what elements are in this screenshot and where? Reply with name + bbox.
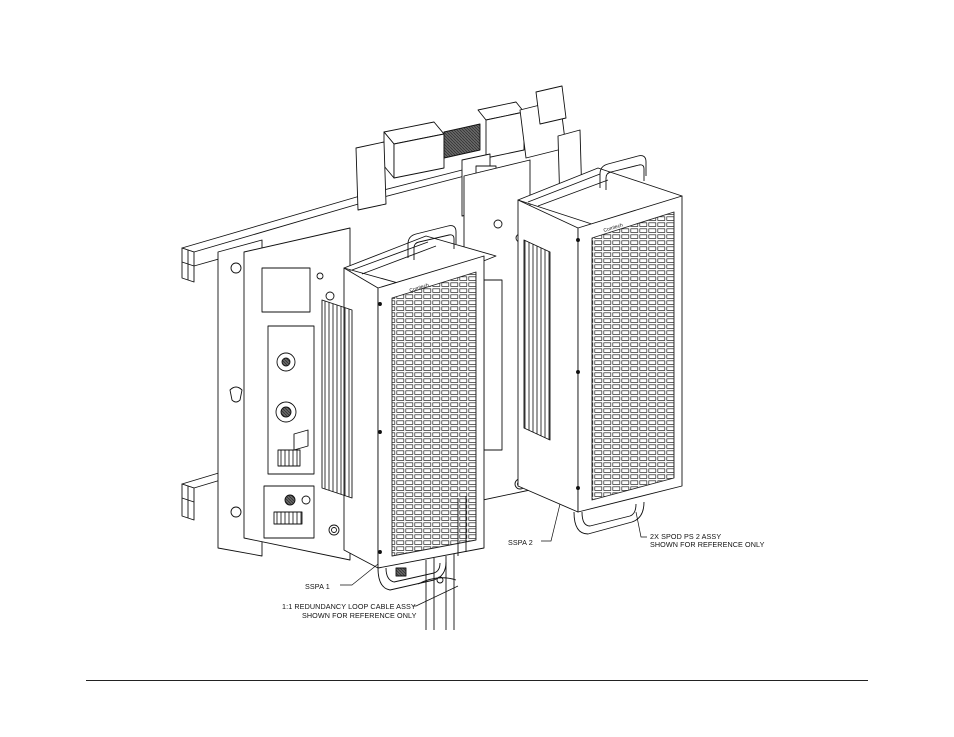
svg-text:Comtech: Comtech — [409, 282, 430, 294]
waveguide-switch-assembly — [355, 85, 583, 217]
callout-spod-line-1: 2X SPOD PS 2 ASSY — [650, 532, 721, 541]
callout-spod-line-2: SHOWN FOR REFERENCE ONLY — [650, 540, 765, 549]
redundancy-loop-cable — [417, 496, 467, 630]
callout-cable-line-2: SHOWN FOR REFERENCE ONLY — [302, 611, 417, 620]
callout-cable-line-1: 1:1 REDUNDANCY LOOP CABLE ASSY — [282, 602, 416, 611]
callout-sspa-2: SSPA 2 — [508, 538, 533, 547]
mounting-rail-upper — [181, 195, 373, 283]
sspa-1-unit: Comtech — [243, 225, 497, 591]
sspa-2-unit: Comtech — [463, 155, 683, 535]
svg-text:Comtech: Comtech — [603, 222, 624, 234]
callout-sspa-1: SSPA 1 — [305, 582, 330, 591]
leader-lines — [340, 503, 647, 607]
footer-rule — [86, 680, 868, 681]
